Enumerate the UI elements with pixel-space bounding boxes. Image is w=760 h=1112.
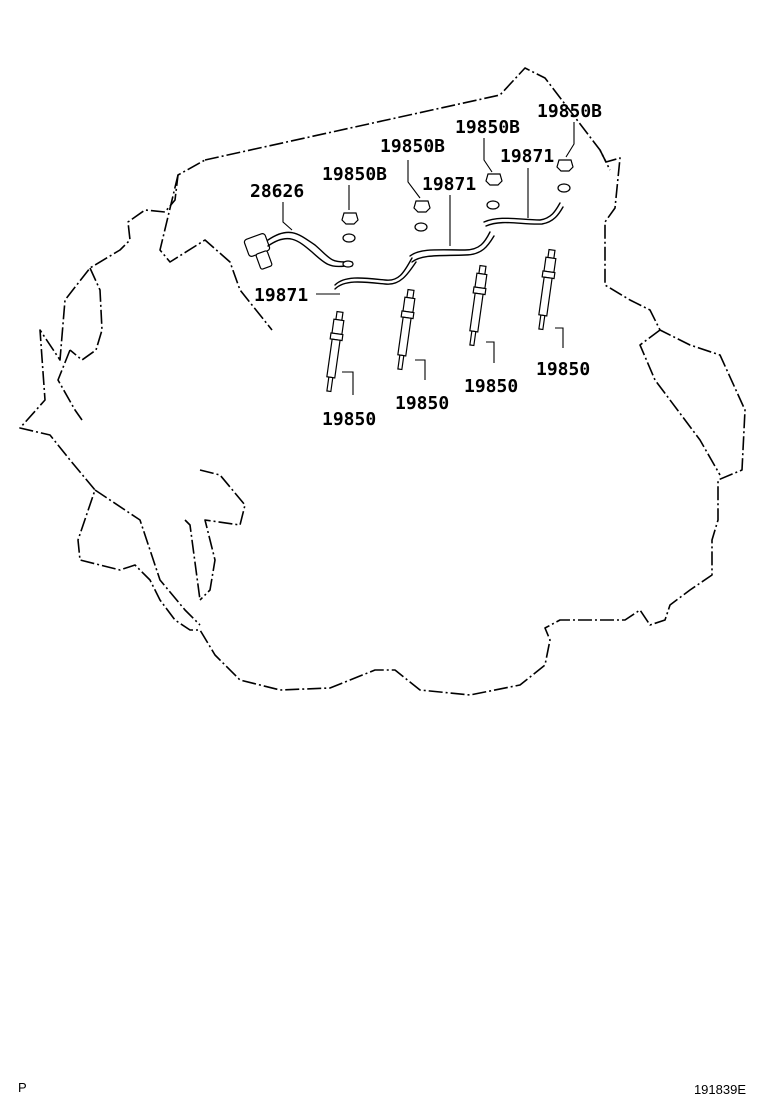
callout-connector-left: 19871 <box>254 285 308 306</box>
nut-group <box>341 159 574 243</box>
engine-outline <box>19 67 746 696</box>
callout-plug-4: 19850 <box>536 359 590 380</box>
callout-plug-1: 19850 <box>322 409 376 430</box>
leader-lines <box>282 122 575 395</box>
footer-figure-number: 191839E <box>693 1082 746 1097</box>
glow-plug-1 <box>326 310 345 393</box>
glow-plug-harness <box>243 231 354 270</box>
callout-plug-2: 19850 <box>395 393 449 414</box>
nut-b <box>413 200 431 232</box>
callout-plug-3: 19850 <box>464 376 518 397</box>
callout-connector-mid: 19871 <box>422 174 476 195</box>
callout-nut-a: 19850B <box>322 164 387 185</box>
glow-plug-2 <box>397 288 416 371</box>
connector-left <box>334 257 413 286</box>
callout-harness: 28626 <box>250 181 304 202</box>
nut-c <box>485 173 503 210</box>
footer-page-marker: P <box>18 1080 27 1095</box>
nut-d <box>556 159 574 193</box>
callout-nut-c: 19850B <box>455 117 520 138</box>
nut-a <box>341 212 359 243</box>
callout-nut-b: 19850B <box>380 136 445 157</box>
callout-nut-d: 19850B <box>537 101 602 122</box>
glow-plug-group <box>326 248 557 393</box>
connector-right <box>483 202 561 223</box>
glow-plug-3 <box>469 264 488 347</box>
callout-labels: 28626 19850B 19850B 19850B 19850B 19871 … <box>250 101 602 430</box>
connector-mid <box>409 231 491 257</box>
connector-plates <box>334 202 564 290</box>
callout-connector-right: 19871 <box>500 146 554 167</box>
glow-plug-4 <box>538 248 557 331</box>
